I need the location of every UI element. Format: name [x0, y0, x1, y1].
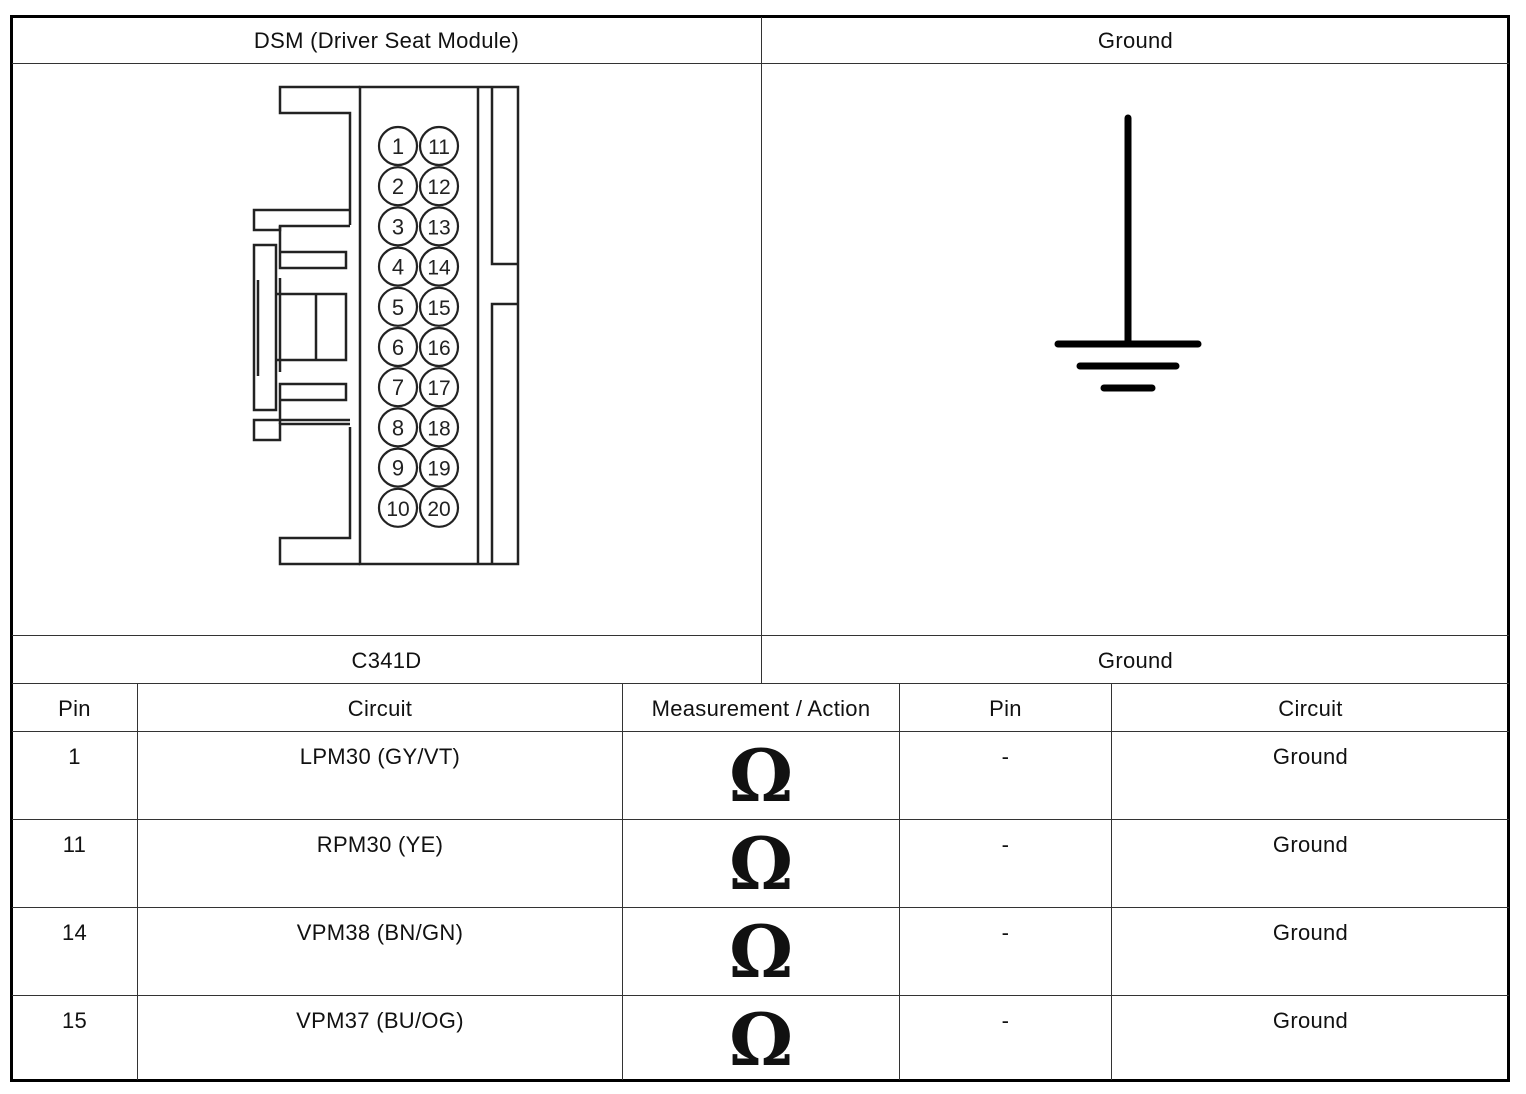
divider [12, 819, 1509, 820]
connector-pin-label: 15 [427, 297, 450, 320]
divider [622, 683, 623, 1080]
connector-pin [418, 246, 460, 287]
connector-pin [418, 125, 460, 167]
ohm-symbol-icon: Ω [728, 733, 794, 818]
connector-pin-label: 20 [427, 498, 450, 521]
connector-pin [377, 487, 419, 528]
connector-pin [418, 166, 460, 207]
connector-pin [377, 206, 419, 247]
col-header-measurement: Measurement / Action [651, 696, 871, 721]
row-to-pin: - [1001, 832, 1010, 857]
row-to-circuit: Ground [1272, 832, 1349, 857]
row-circuit: RPM30 (YE) [316, 832, 444, 857]
row-to-pin: - [1001, 920, 1010, 945]
connector-pin-label: 6 [392, 335, 404, 360]
connector-pin [418, 487, 460, 528]
divider [12, 731, 1509, 732]
col-header-to-pin: Pin [989, 696, 1022, 721]
dsm-title: DSM (Driver Seat Module) [253, 28, 520, 53]
col-header-to-circuit: Circuit [1278, 696, 1343, 721]
divider [12, 995, 1509, 996]
row-circuit: LPM30 (GY/VT) [299, 744, 461, 769]
connector-pin-label: 9 [392, 456, 404, 481]
divider [12, 683, 1509, 684]
connector-pin-label: 3 [392, 214, 404, 239]
connector-pin [418, 367, 460, 408]
divider [12, 635, 1509, 636]
connector-pin-label: 1 [392, 134, 404, 159]
connector-pin [418, 447, 460, 488]
divider [899, 683, 900, 1080]
divider [12, 63, 1509, 64]
connector-pin [418, 286, 460, 327]
connector-pin-label: 13 [427, 216, 450, 239]
connector-pin-label: 17 [427, 377, 450, 400]
row-pin: 14 [61, 920, 88, 945]
connector-pin-label: 12 [427, 176, 450, 199]
ohm-symbol-icon: Ω [728, 997, 794, 1082]
connector-pin-label: 4 [392, 255, 404, 280]
connector-pin [377, 246, 419, 287]
connector-pin [418, 407, 460, 448]
connector-pin-label: 7 [392, 375, 404, 400]
ground-title: Ground [1097, 28, 1174, 53]
connector-id-label: C341D [351, 648, 422, 673]
connector-pin [377, 407, 419, 448]
diagram-frame [10, 15, 1510, 1082]
connector-pin-label: 19 [427, 458, 450, 481]
ground-symbol-icon [1054, 114, 1202, 392]
row-pin: 11 [62, 832, 87, 857]
connector-face-diagram [252, 85, 520, 566]
connector-pin [377, 367, 419, 408]
connector-pin-label: 10 [386, 498, 409, 521]
connector-pin-label: 14 [427, 257, 451, 280]
connector-pin [377, 166, 419, 207]
connector-pin [377, 125, 419, 167]
row-circuit: VPM37 (BU/OG) [296, 1008, 464, 1033]
connector-pin [418, 206, 460, 247]
connector-pin-label: 11 [428, 136, 450, 159]
ground-label: Ground [1097, 648, 1174, 673]
row-to-pin: - [1001, 1008, 1010, 1033]
connector-pin [377, 447, 419, 488]
connector-pin [377, 286, 419, 327]
row-circuit: VPM38 (BN/GN) [296, 920, 464, 945]
row-to-circuit: Ground [1272, 920, 1349, 945]
row-pin: 1 [68, 744, 81, 769]
row-to-pin: - [1001, 744, 1010, 769]
connector-pin [418, 326, 460, 368]
row-to-circuit: Ground [1272, 744, 1349, 769]
row-to-circuit: Ground [1272, 1008, 1349, 1033]
connector-pin-label: 5 [392, 295, 404, 320]
divider [137, 683, 138, 1080]
connector-pin-label: 16 [427, 337, 450, 360]
ohm-symbol-icon: Ω [728, 909, 794, 994]
connector-pin-label: 8 [392, 415, 404, 440]
col-header-pin: Pin [58, 696, 91, 721]
connector-pin [377, 326, 419, 368]
connector-pin-label: 18 [427, 417, 450, 440]
divider [1111, 683, 1112, 1080]
row-pin: 15 [61, 1008, 88, 1033]
connector-pin-label: 2 [392, 174, 404, 199]
divider [761, 17, 762, 683]
col-header-circuit: Circuit [347, 696, 413, 721]
ohm-symbol-icon: Ω [728, 821, 794, 906]
divider [12, 907, 1509, 908]
